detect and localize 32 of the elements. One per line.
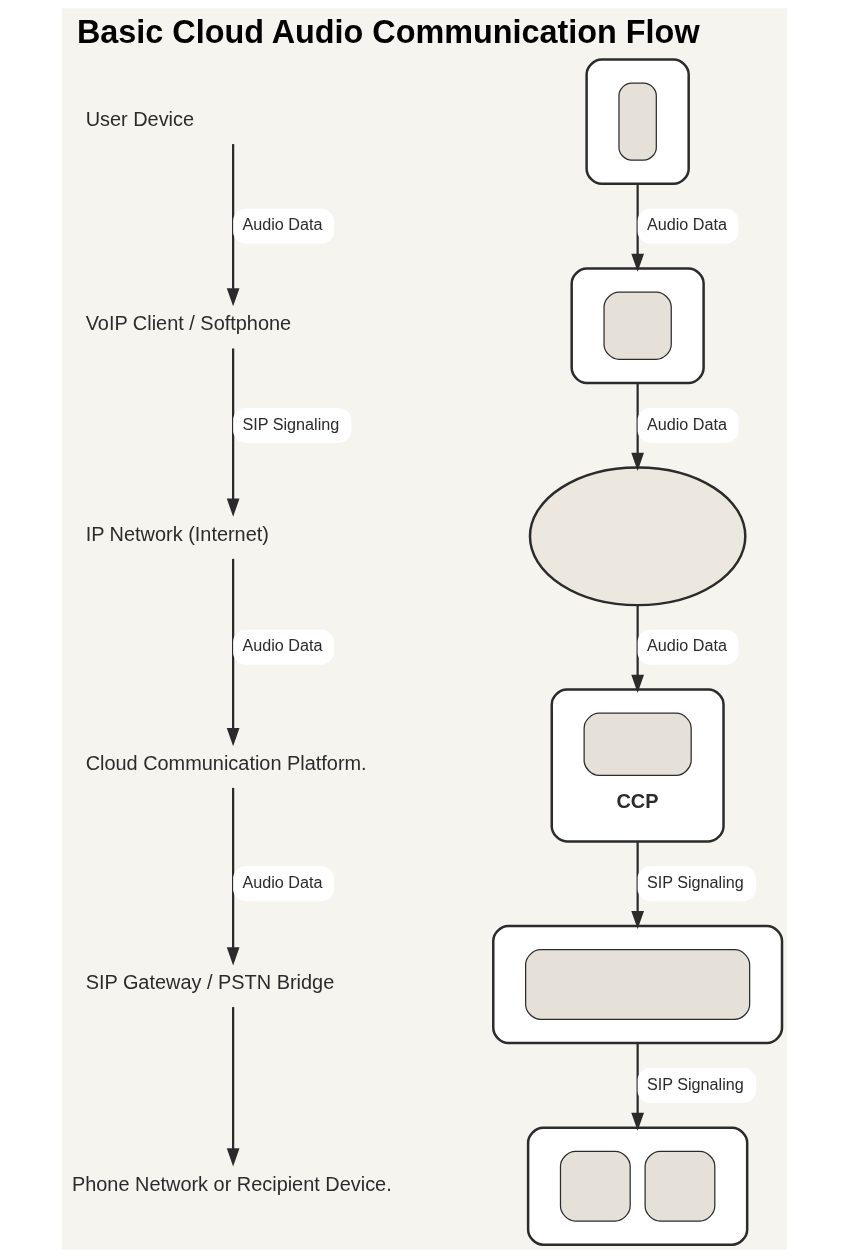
edge-label: Audio Data bbox=[646, 414, 727, 433]
diagram-title: Basic Cloud Audio Communication Flow bbox=[76, 13, 700, 50]
arrow bbox=[226, 787, 239, 966]
node-picture bbox=[584, 58, 690, 186]
edge-label: Audio Data bbox=[241, 872, 322, 891]
arrow bbox=[226, 1007, 239, 1167]
edge-label: Audio Data bbox=[646, 636, 727, 655]
arrow bbox=[630, 841, 644, 930]
arrow bbox=[630, 383, 644, 471]
arrow bbox=[226, 348, 239, 517]
node-text: Cloud Communication Platform. bbox=[85, 752, 367, 775]
node-text: SIP Gateway / PSTN Bridge bbox=[85, 971, 334, 994]
edge-label: Audio Data bbox=[241, 215, 322, 234]
edge-label: Audio Data bbox=[646, 215, 727, 234]
node-picture bbox=[491, 924, 783, 1045]
node-text: VoIP Client / Softphone bbox=[85, 312, 291, 335]
edge-label: SIP Signaling bbox=[241, 414, 339, 433]
arrow bbox=[630, 1043, 644, 1131]
node-picture bbox=[569, 267, 705, 385]
edge-label: SIP Signaling bbox=[646, 1074, 744, 1093]
arrow bbox=[226, 558, 239, 747]
edge-label: Audio Data bbox=[241, 636, 322, 655]
node-text: Phone Network or Recipient Device. bbox=[71, 1172, 392, 1195]
node-box: CCP bbox=[550, 688, 725, 843]
arrow bbox=[630, 604, 644, 693]
node-text: User Device bbox=[85, 108, 194, 131]
arrow bbox=[226, 144, 239, 307]
node-cloud bbox=[528, 466, 747, 607]
node-text: IP Network (Internet) bbox=[85, 523, 269, 546]
node-picture bbox=[526, 1126, 748, 1246]
edge-label: SIP Signaling bbox=[646, 872, 744, 891]
arrow bbox=[630, 183, 644, 272]
